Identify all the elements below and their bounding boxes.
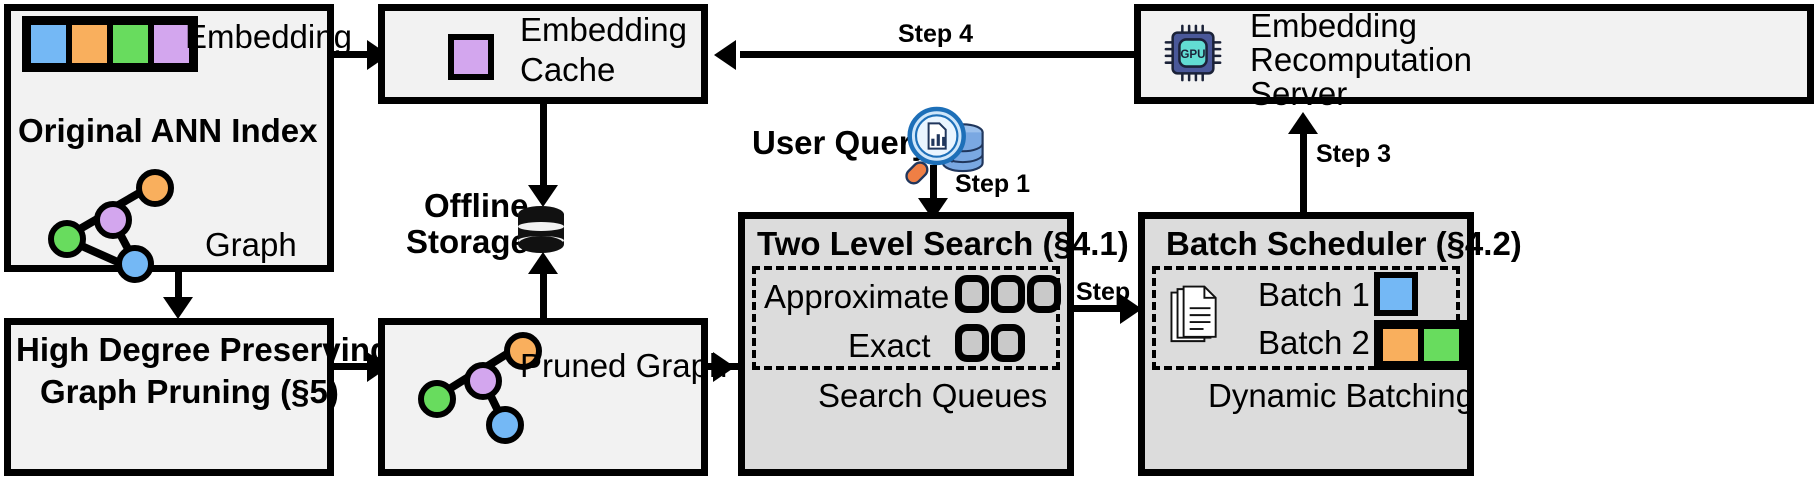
- graph-node-orange: [136, 169, 174, 207]
- database-icon: [518, 206, 564, 253]
- embedding-swatch-blue: [28, 22, 69, 66]
- approximate-queue-slot[interactable]: [1027, 275, 1061, 313]
- pruned-graph-panel: [378, 318, 708, 476]
- offline-storage-line2: Storage: [406, 223, 529, 260]
- graph-node-blue: [486, 406, 524, 444]
- approximate-queue-slot[interactable]: [955, 275, 989, 313]
- step-1-label: Step 1: [955, 170, 1031, 198]
- original-index-graph: [40, 165, 200, 283]
- pruned-graph-label: Pruned Graph: [520, 347, 728, 384]
- query-search-database-icon: [905, 106, 984, 185]
- two-level-search-panel: [738, 212, 1074, 476]
- graph-pruning-line1: High Degree Preserving: [16, 331, 391, 368]
- graph-pruning-panel: [4, 318, 334, 476]
- embedding-cache-panel: [378, 4, 708, 104]
- dynamic-batching-dashed-region: [1152, 266, 1460, 370]
- embedding-label: Embedding: [185, 18, 352, 55]
- exact-queue-slot[interactable]: [991, 324, 1025, 362]
- arrow-cache-to-storage-line: [540, 104, 547, 199]
- search-queues-footer: Search Queues: [818, 377, 1048, 414]
- arrow-cache-to-storage-head: [528, 185, 558, 207]
- batch-2-swatch-strip: [1374, 320, 1468, 370]
- gpu-chip-icon: GPU: [1164, 24, 1222, 82]
- arrow-index-to-cache-line: [334, 51, 376, 58]
- documents-stack-icon: [1170, 285, 1217, 343]
- batch-1-swatch-blue: [1374, 272, 1418, 316]
- graph-pruning-line2: Graph Pruning (§5): [40, 373, 339, 410]
- dynamic-batching-footer: Dynamic Batching: [1208, 377, 1474, 414]
- step-3-label: Step 3: [1316, 140, 1392, 168]
- embedding-cache-line1: Embedding: [520, 11, 687, 48]
- batch-2-label: Batch 2: [1258, 324, 1370, 361]
- exact-queue-label: Exact: [848, 327, 931, 364]
- graph-node-orange: [504, 332, 542, 370]
- pruned-graph: [408, 330, 548, 450]
- embedding-swatch-purple: [151, 22, 192, 66]
- arrow-prunedgraph-to-search-head: [713, 352, 735, 382]
- batch-scheduler-title: Batch Scheduler (§4.2): [1166, 225, 1522, 262]
- exact-queue-slot[interactable]: [955, 324, 989, 362]
- batch-2-swatch-orange: [1380, 326, 1421, 364]
- step-4-label: Step 4: [898, 20, 974, 48]
- two-level-search-title: Two Level Search (§4.1): [757, 225, 1129, 262]
- arrow-prunedgraph-to-storage-head: [528, 252, 558, 274]
- arrow-step4-head: [714, 40, 736, 70]
- batch-1-label: Batch 1: [1258, 276, 1370, 313]
- arrow-index-to-pruning-head: [163, 297, 193, 319]
- recomputation-server-line2: Recomputation: [1250, 41, 1472, 78]
- embedding-swatch-green: [110, 22, 151, 66]
- arrow-step3-head: [1288, 112, 1318, 134]
- arrow-step1-line: [930, 165, 937, 213]
- embedding-cache-swatch: [448, 34, 494, 80]
- graph-node-purple: [464, 362, 502, 400]
- svg-text:GPU: GPU: [1180, 48, 1205, 61]
- embedding-swatch-orange: [69, 22, 110, 66]
- offline-storage-line1: Offline: [424, 187, 529, 224]
- embedding-swatch-strip: [22, 16, 198, 72]
- arrow-pruning-to-prunedgraph-line: [334, 363, 376, 370]
- graph-node-purple: [94, 201, 132, 239]
- arrow-step2-head: [1120, 294, 1142, 324]
- recomputation-server-line1: Embedding: [1250, 7, 1417, 44]
- recomputation-server-line3: Server: [1250, 75, 1348, 112]
- embedding-cache-line2: Cache: [520, 51, 616, 88]
- graph-label: Graph: [205, 226, 297, 263]
- arrow-step4-line: [740, 51, 1136, 58]
- arrow-prunedgraph-to-storage-line: [540, 262, 547, 320]
- approximate-queue-slot[interactable]: [991, 275, 1025, 313]
- graph-node-blue: [116, 245, 154, 283]
- arrow-index-to-pruning-line: [175, 272, 182, 308]
- user-query-label: User Query: [752, 124, 930, 161]
- arrow-step3-line: [1300, 122, 1307, 212]
- batch-2-swatch-green: [1421, 326, 1462, 364]
- approximate-queue-label: Approximate: [764, 278, 950, 315]
- graph-node-green: [418, 380, 456, 418]
- arrow-step2-line: [1074, 305, 1136, 312]
- recomputation-server-panel: [1134, 4, 1814, 104]
- graph-node-green: [48, 220, 86, 258]
- search-queues-dashed-region: [752, 266, 1060, 370]
- original-ann-index-title: Original ANN Index: [18, 112, 318, 149]
